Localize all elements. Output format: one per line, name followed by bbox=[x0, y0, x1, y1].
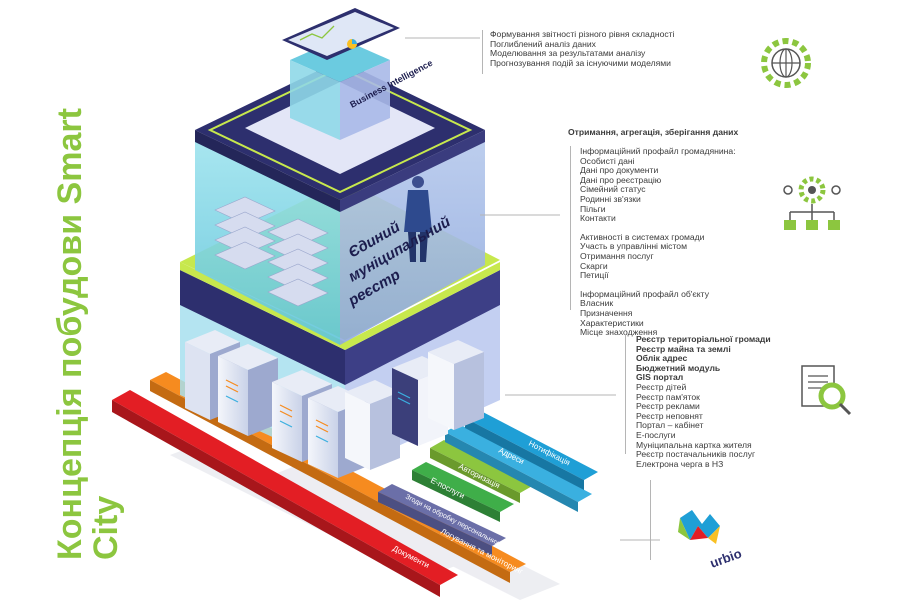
list-item: Реєстр реклами bbox=[636, 401, 700, 412]
list-item: Дані про документи bbox=[580, 165, 659, 176]
server-racks bbox=[185, 330, 484, 478]
bi-list: Формування звітності різного рівня склад… bbox=[490, 29, 675, 68]
list-item: Реєстр пам'яток bbox=[636, 391, 700, 402]
registers-list: Реєстр територіальної громади Реєстр май… bbox=[636, 334, 771, 469]
urbio-logo bbox=[678, 510, 720, 544]
list-item: Реєстр майна та землі bbox=[636, 343, 731, 354]
strip-notyfikatsiia bbox=[465, 410, 598, 490]
registry-group-title: Активності в системах громади bbox=[580, 231, 705, 242]
list-item: Дані про реєстрацію bbox=[580, 174, 662, 185]
strip-dokumenty bbox=[112, 390, 458, 597]
registry-list: Інформаційний профайл громадянина: Особи… bbox=[580, 146, 736, 338]
list-item: Контакти bbox=[580, 213, 616, 224]
bi-item: Формування звітності різного рівня склад… bbox=[490, 29, 675, 39]
list-item: Облік адрес bbox=[636, 353, 688, 364]
dashboard-screen bbox=[282, 8, 400, 60]
gear-network-icon bbox=[783, 176, 841, 230]
list-item: Бюджетний модуль bbox=[636, 362, 721, 373]
list-item: Реєстр неповнят bbox=[636, 410, 703, 421]
list-item: Електрона черга в НЗ bbox=[636, 458, 724, 469]
gear-globe-icon bbox=[761, 38, 811, 88]
bi-item: Прогнозування подій за існуючими моделям… bbox=[490, 57, 671, 68]
list-item: Реєстр територіальної громади bbox=[636, 334, 771, 344]
registry-group-title: Інформаційний профайл об'єкту bbox=[580, 288, 709, 299]
strip-adresy bbox=[445, 424, 592, 512]
list-item: Реєстр дітей bbox=[636, 381, 687, 392]
registry-heading: Отримання, агрегація, зберігання даних bbox=[568, 127, 739, 137]
strip-zhody bbox=[378, 484, 506, 556]
urbio-logo-text: urbio bbox=[708, 546, 744, 571]
bi-tower bbox=[282, 8, 400, 140]
list-item: Сімейний статус bbox=[580, 184, 646, 195]
list-item: Муніципальна картка жителя bbox=[636, 439, 752, 450]
strip-avtoryzatsiia bbox=[430, 440, 534, 503]
list-item: Е-послуги bbox=[636, 429, 676, 440]
list-item: Портал – кабінет bbox=[636, 420, 704, 431]
person-figure bbox=[404, 176, 432, 262]
list-item: Власник bbox=[580, 298, 614, 309]
registers-bracket bbox=[625, 334, 626, 454]
list-item: Родинні зв'язки bbox=[580, 193, 641, 204]
list-item: Призначення bbox=[580, 307, 633, 318]
strip-e-posluhy bbox=[412, 462, 514, 522]
list-item: Місце знаходження bbox=[580, 327, 658, 338]
data-center-level bbox=[180, 300, 500, 478]
list-item: Особисті дані bbox=[580, 155, 635, 166]
list-item: Характеристики bbox=[580, 317, 644, 328]
list-item: GIS портал bbox=[636, 372, 684, 383]
list-item: Петиції bbox=[580, 270, 609, 281]
registry-group-title: Інформаційний профайл громадянина: bbox=[580, 146, 736, 156]
logo-bracket bbox=[650, 480, 651, 560]
list-item: Пільги bbox=[580, 203, 606, 214]
document-magnifier-icon bbox=[801, 365, 852, 416]
registry-bracket bbox=[570, 146, 571, 310]
bi-item: Моделювання за результатами аналізу bbox=[490, 48, 646, 59]
list-item: Отримання послуг bbox=[580, 250, 654, 261]
bi-item: Поглиблений аналіз даних bbox=[490, 38, 596, 49]
list-item: Реєстр постачальників послуг bbox=[636, 449, 756, 460]
list-item: Участь в управлінні містом bbox=[580, 241, 687, 252]
list-item: Скарги bbox=[580, 260, 608, 271]
bi-bracket bbox=[482, 30, 483, 74]
